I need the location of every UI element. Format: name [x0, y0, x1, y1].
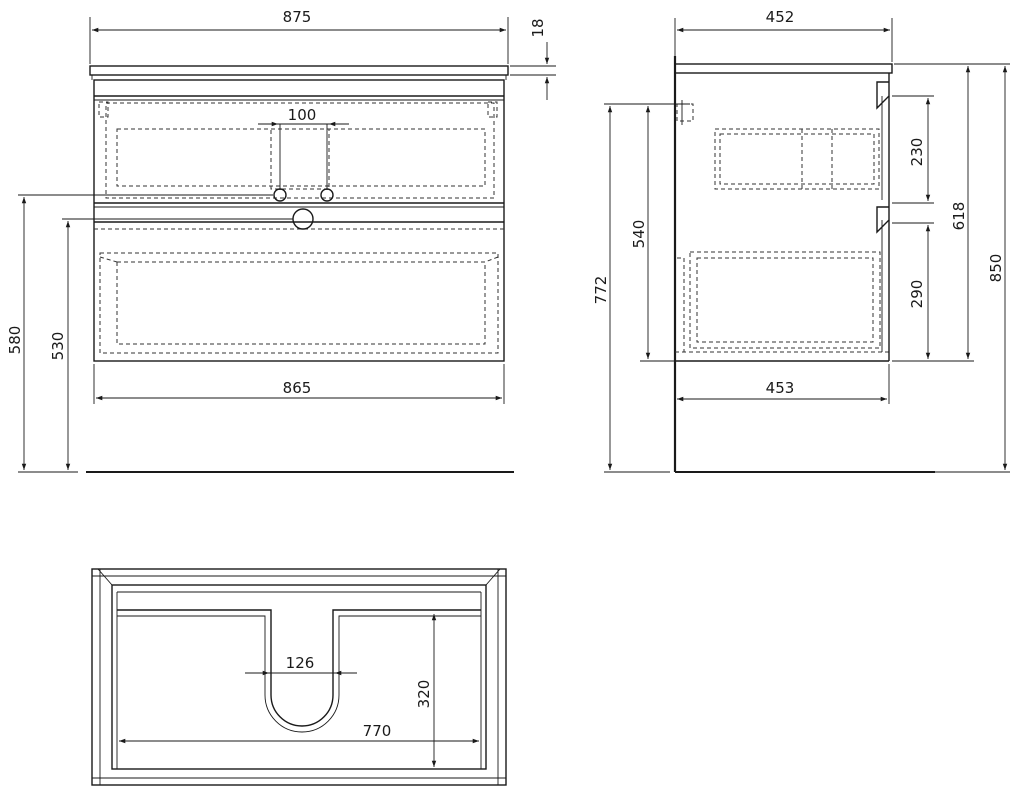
top-view-drawer	[111, 584, 487, 770]
front-countertop	[89, 65, 509, 76]
lower-handle-profile	[876, 203, 890, 234]
side-view: 452 230 290 618 850 540 772 453	[592, 8, 1010, 473]
dim-inner-width: 770	[363, 722, 392, 740]
upper-drawer-box-inner	[116, 128, 486, 187]
dim-overall-width: 875	[283, 8, 312, 26]
dim-top-depth: 452	[766, 8, 795, 26]
front-bracket-right	[487, 101, 498, 118]
dim-top-thickness: 18	[529, 18, 547, 37]
front-cabinet-body	[93, 79, 505, 362]
lower-drawer-box-inner	[116, 261, 486, 345]
side-bracket	[676, 103, 694, 122]
dim-body-depth: 453	[766, 379, 795, 397]
dim-body-width: 865	[283, 379, 312, 397]
siphon-cutout	[270, 128, 330, 190]
top-view: 126 320 770	[91, 568, 507, 786]
dim-height-580: 580	[6, 326, 24, 355]
dim-lower-drawer: 290	[908, 280, 926, 309]
dim-height-772: 772	[592, 276, 610, 305]
front-bracket-left	[98, 101, 109, 118]
top-view-outline	[91, 568, 507, 786]
dim-height-618: 618	[950, 202, 968, 231]
drain-hole-center	[292, 208, 314, 230]
drain-hole-right	[320, 188, 334, 202]
dim-height-540: 540	[630, 220, 648, 249]
dim-cutout-width: 126	[286, 654, 315, 672]
drain-hole-left	[273, 188, 287, 202]
front-view: 875 18 100 865 580 530	[6, 8, 556, 473]
side-lower-drawer	[689, 251, 881, 349]
siphon-u-cutout	[117, 609, 481, 727]
dim-height-850: 850	[987, 254, 1005, 283]
dim-upper-drawer: 230	[908, 138, 926, 167]
upper-drawer-box-outer	[105, 102, 495, 199]
lower-drawer-box-outer	[99, 252, 499, 354]
upper-handle-profile	[876, 73, 890, 110]
side-upper-drawer	[714, 128, 880, 190]
side-countertop	[674, 63, 893, 74]
dim-siphon-spacing: 100	[288, 106, 317, 124]
dim-height-530: 530	[49, 332, 67, 361]
dim-cutout-depth: 320	[415, 680, 433, 709]
